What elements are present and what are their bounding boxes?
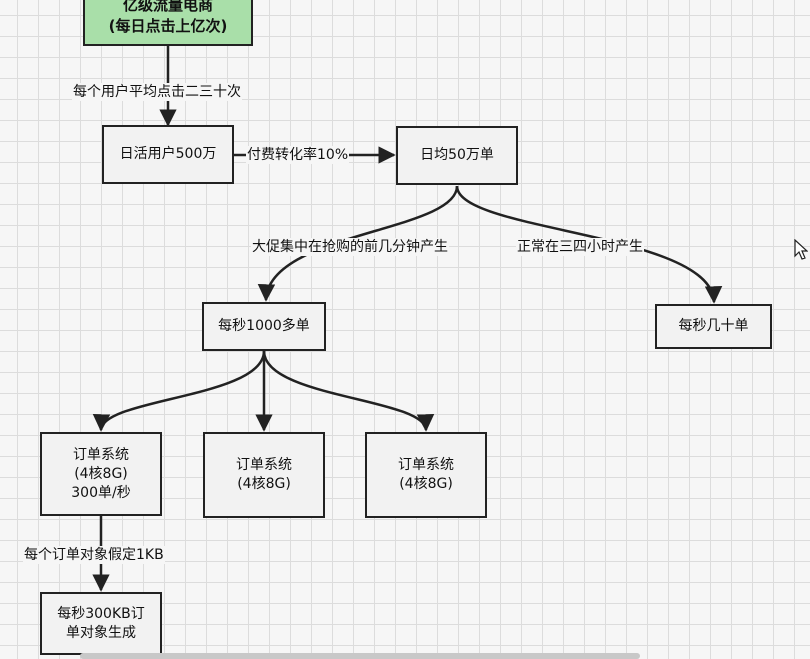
node-top-traffic-label: 亿级流量电商 (每日点击上亿次) bbox=[108, 0, 228, 35]
node-order-system-3-label: 订单系统 (4核8G) bbox=[398, 457, 454, 492]
node-order-system-1-label: 订单系统 (4核8G) 300单/秒 bbox=[71, 446, 131, 501]
node-peak-orders-label: 每秒1000多单 bbox=[218, 318, 310, 334]
node-order-objects-label: 每秒300KB订 单对象生成 bbox=[57, 605, 145, 641]
node-daily-orders[interactable]: 日均50万单 bbox=[396, 126, 518, 185]
node-order-objects[interactable]: 每秒300KB订 单对象生成 bbox=[40, 592, 162, 655]
node-daily-active-users-label: 日活用户500万 bbox=[119, 146, 217, 162]
node-normal-orders[interactable]: 每秒几十单 bbox=[655, 304, 772, 349]
edge-label-clicks: 每个用户平均点击二三十次 bbox=[72, 83, 242, 101]
edge-daily-to-peak bbox=[257, 185, 459, 302]
edge-label-conversion: 付费转化率10% bbox=[246, 146, 350, 164]
edge-daily-to-normal bbox=[455, 185, 723, 304]
node-order-system-2[interactable]: 订单系统 (4核8G) bbox=[203, 432, 325, 518]
node-daily-orders-label: 日均50万单 bbox=[420, 147, 494, 163]
node-daily-active-users[interactable]: 日活用户500万 bbox=[102, 125, 234, 184]
horizontal-scrollbar[interactable] bbox=[80, 653, 640, 659]
edge-peak-to-sys1 bbox=[92, 350, 266, 432]
edge-label-normal: 正常在三四小时产生 bbox=[516, 238, 644, 256]
edge-label-object-size: 每个订单对象假定1KB bbox=[23, 546, 165, 564]
node-peak-orders[interactable]: 每秒1000多单 bbox=[202, 302, 326, 351]
node-order-system-2-label: 订单系统 (4核8G) bbox=[236, 457, 292, 492]
node-order-system-1[interactable]: 订单系统 (4核8G) 300单/秒 bbox=[40, 432, 162, 516]
node-top-traffic[interactable]: 亿级流量电商 (每日点击上亿次) bbox=[83, 0, 253, 46]
node-order-system-3[interactable]: 订单系统 (4核8G) bbox=[365, 432, 487, 518]
node-normal-orders-label: 每秒几十单 bbox=[678, 318, 749, 334]
edge-peak-to-sys3 bbox=[262, 350, 435, 432]
mouse-cursor-icon bbox=[794, 239, 808, 260]
edge-label-promo: 大促集中在抢购的前几分钟产生 bbox=[251, 238, 449, 256]
